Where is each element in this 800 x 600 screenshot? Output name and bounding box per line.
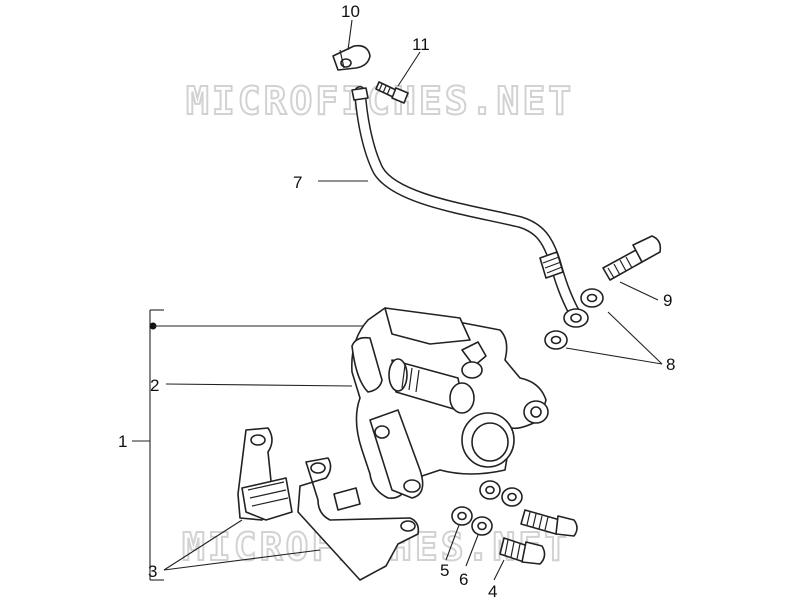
callout-9: 9 <box>663 291 672 310</box>
caliper-screw-upper[interactable] <box>520 509 578 537</box>
callout-8: 8 <box>666 355 675 374</box>
callout-6: 6 <box>459 570 468 589</box>
callout-11: 11 <box>412 35 430 54</box>
brake-pad-front[interactable] <box>297 457 420 581</box>
callout-10: 10 <box>341 2 360 21</box>
banjo-bolt[interactable] <box>602 235 662 281</box>
sealing-washer-upper[interactable] <box>580 288 604 308</box>
callout-3: 3 <box>148 562 157 581</box>
callout-5: 5 <box>440 561 449 580</box>
caliper-screw-lower[interactable] <box>499 537 546 565</box>
brake-caliper[interactable] <box>351 307 549 499</box>
sealing-washer-lower[interactable] <box>544 330 568 350</box>
callout-4: 4 <box>488 582 497 600</box>
hose-clamp[interactable] <box>332 44 371 71</box>
callout-1: 1 <box>118 432 127 451</box>
callout-7: 7 <box>293 173 302 192</box>
brake-hose[interactable] <box>351 86 589 328</box>
callout-2: 2 <box>150 376 159 395</box>
spacer-washer-upper-left[interactable] <box>479 480 501 500</box>
spacer-washer-6[interactable] <box>471 516 493 536</box>
clamp-bolt[interactable] <box>375 81 409 104</box>
leader-lines <box>132 19 663 581</box>
spacer-washer-upper-right[interactable] <box>501 487 523 507</box>
brake-pad-rear[interactable] <box>237 427 293 521</box>
spacer-washer-5[interactable] <box>451 506 473 526</box>
